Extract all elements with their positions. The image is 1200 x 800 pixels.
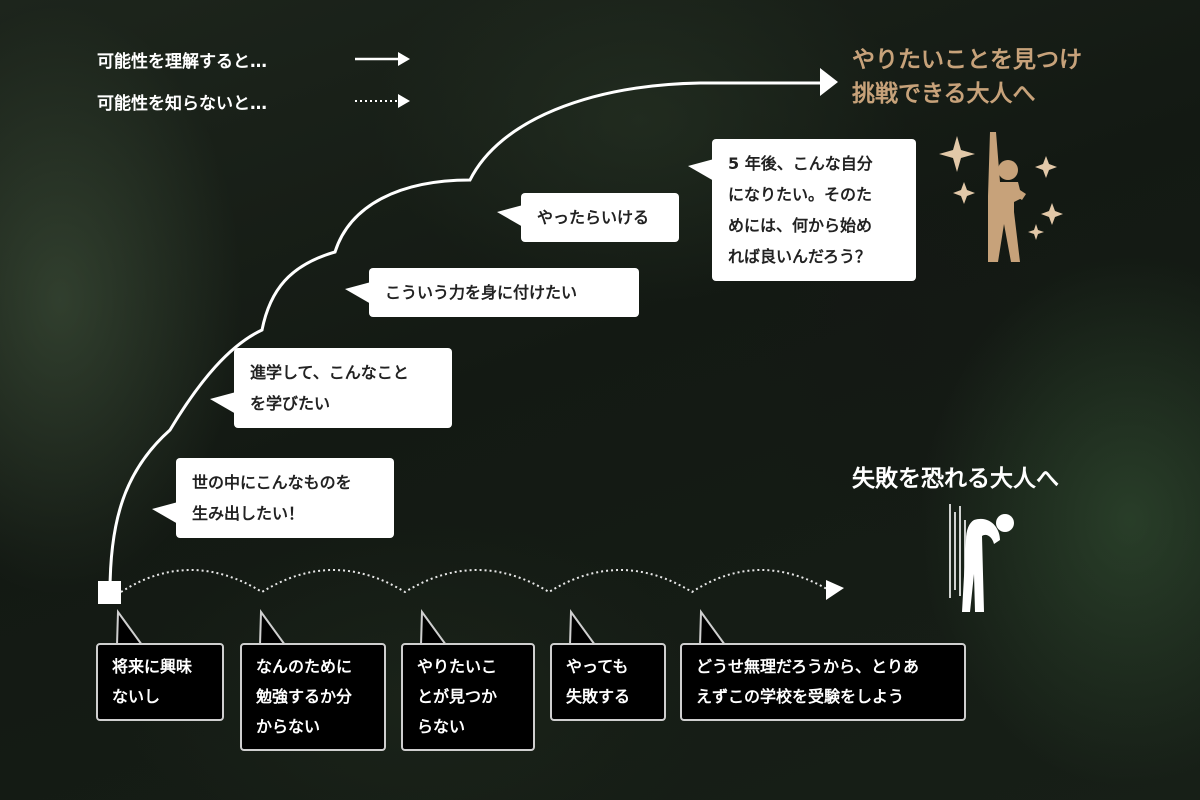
speech-bubble: 世の中にこんなものを 生み出したい！ [152,458,394,538]
success-goal-text: やりたいことを見つけ 挑戦できる大人へ [852,43,1082,111]
sparkle-icon [1028,224,1044,240]
failure-goal-text: 失敗を恐れる大人へ [852,466,1059,492]
legend-solid-arrow [355,52,410,66]
box-line: からない [256,717,321,736]
bubble-line: れば良いんだろう？ [728,247,872,266]
box-line: えずこの学校を受験をしよう [696,687,905,706]
bubble-line: 世の中にこんなものを [192,473,352,492]
legend-solid-label: 可能性を理解すると… [97,52,267,72]
speech-bubble: こういう力を身に付けたい [345,268,639,317]
legend-dotted-arrow [355,94,410,108]
box-line: 将来に興味 [112,657,193,676]
dark-box: やりたいこ とが見つか らない [401,643,535,751]
failure-arrowhead [826,580,844,600]
box-tails [116,609,726,646]
legend-dotted-label: 可能性を知らないと… [97,94,267,114]
bubble-line: 生み出したい！ [192,504,305,523]
box-line: どうせ無理だろうから、とりあ [696,657,920,676]
dark-box: なんのために 勉強するか分 からない [240,643,386,751]
dark-box: やっても 失敗する [550,643,666,721]
bubble-line: やったらいける [537,208,650,227]
box-line: 失敗する [566,687,631,706]
bubble-line: になりたい。そのた [728,185,873,204]
sparkle-icon [1035,156,1057,178]
box-line: らない [417,717,466,736]
box-line: なんのために [256,657,353,676]
bubble-line: を学びたい [250,394,331,413]
speech-bubble: 進学して、こんなこと を学びたい [210,348,452,428]
box-line: 勉強するか分 [256,687,353,706]
success-path-line [108,81,822,593]
success-arrowhead [820,68,838,96]
dejected-person-icon [949,504,1014,612]
dark-box: どうせ無理だろうから、とりあ えずこの学校を受験をしよう [680,643,966,721]
sparkle-icon [953,182,975,204]
bubble-line: こういう力を身に付けたい [385,283,578,302]
box-line: やっても [566,657,629,676]
box-line: やりたいこ [417,657,498,676]
dark-box: 将来に興味 ないし [96,643,224,721]
success-goal-line: やりたいことを見つけ [852,47,1082,73]
failure-path-line [120,569,833,594]
box-line: とが見つか [417,687,498,706]
speech-bubble: 5 年後、こんな自分 になりたい。そのた めには、何から始め れば良いんだろう？ [688,139,916,281]
sparkle-icon [939,136,975,172]
success-goal-line: 挑戦できる大人へ [852,81,1036,107]
bubble-line: 5 年後、こんな自分 [728,154,873,173]
bubble-line: めには、何から始め [728,216,873,235]
sparkle-icon [1041,203,1063,225]
sparkle-icons [939,136,1063,240]
speech-bubble: やったらいける [497,193,679,242]
cheering-person-icon [988,132,1026,262]
bubble-line: 進学して、こんなこと [250,363,409,382]
box-line: ないし [112,687,161,706]
start-point [98,581,121,604]
